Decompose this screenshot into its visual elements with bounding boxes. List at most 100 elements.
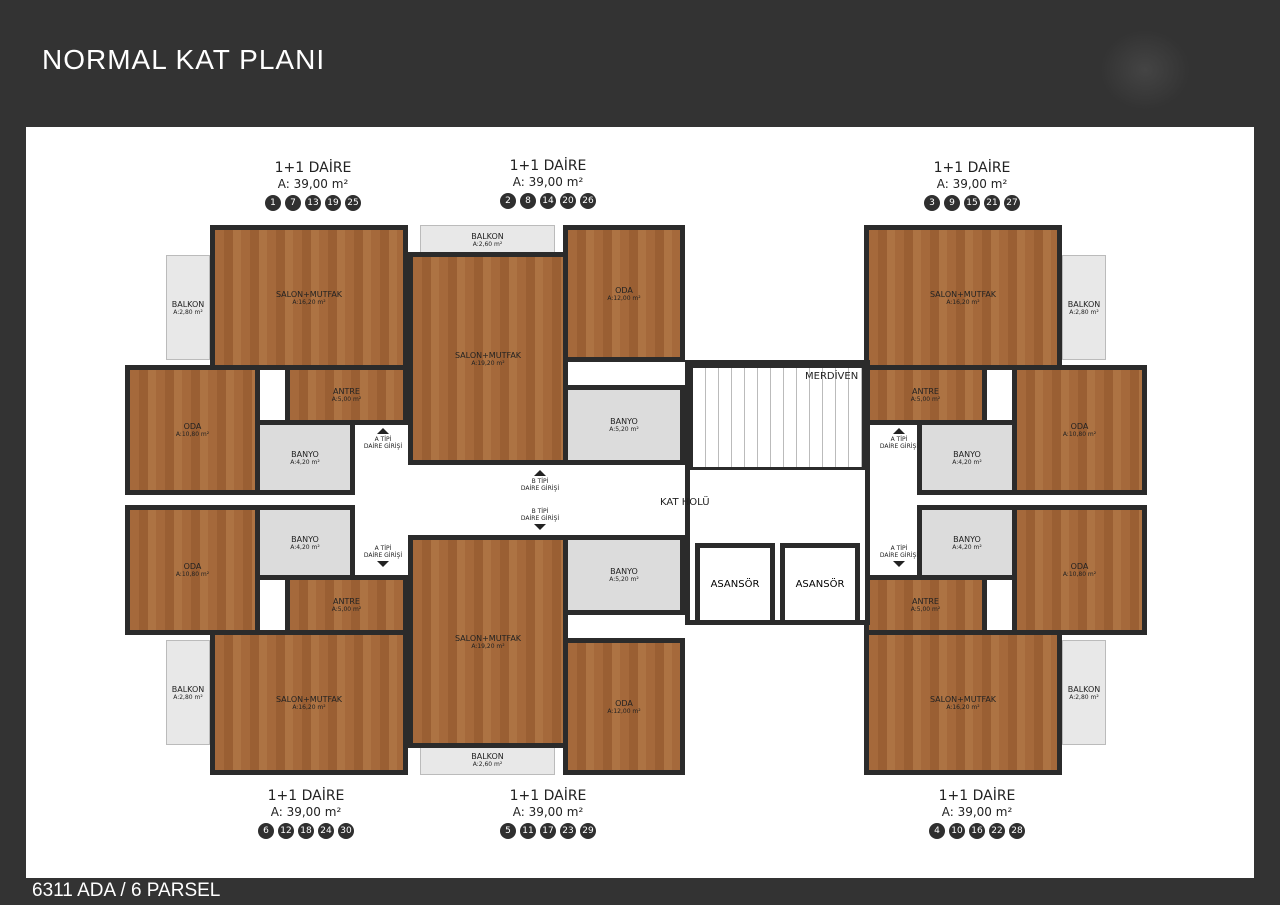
apartment-number-badge: 25: [345, 195, 361, 211]
apartment-number-badge: 11: [520, 823, 536, 839]
apartment-number-badge: 7: [285, 195, 301, 211]
apartment-number-badge: 18: [298, 823, 314, 839]
apartment-number-badge: 16: [969, 823, 985, 839]
entrance-type: A TİPİ: [890, 436, 908, 443]
watermark-logo: [1100, 30, 1190, 110]
room-area: A:2,80 m²: [1069, 693, 1099, 701]
entrance-text: DAİRE GİRİŞİ: [520, 515, 560, 522]
apartment-number-badge: 29: [580, 823, 596, 839]
room-area: A:2,60 m²: [472, 241, 503, 248]
room-area: A:16,20 m²: [946, 298, 980, 306]
room-area: A:19,20 m²: [471, 642, 505, 650]
room-name: SALON+MUTFAK: [275, 694, 343, 704]
apartment-number-badge: 3: [924, 195, 940, 211]
room-name: SALON+MUTFAK: [929, 694, 997, 704]
apartment-number-badge: 26: [580, 193, 596, 209]
room-area: A:5,00 m²: [910, 606, 941, 613]
elevator: ASANSÖR: [695, 543, 775, 625]
room-area: A:16,20 m²: [946, 703, 980, 711]
unit-area: A: 39,00 m²: [512, 805, 584, 819]
room-area: A:4,20 m²: [952, 543, 982, 551]
entrance-text: DAİRE GİRİŞİ: [879, 443, 919, 450]
room-name: BALKON: [171, 299, 205, 309]
room-area: A:12,00 m²: [607, 707, 641, 715]
room-name: BANYO: [610, 417, 638, 426]
entrance-text: DAİRE GİRİŞİ: [363, 443, 403, 450]
room-name: SALON+MUTFAK: [454, 350, 522, 360]
room-name: ODA: [183, 562, 202, 571]
elevator: ASANSÖR: [780, 543, 860, 625]
apartment-number-badge: 4: [929, 823, 945, 839]
apartment-number-badge: 12: [278, 823, 294, 839]
entrance-type: A TİPİ: [374, 545, 392, 552]
unit-type: 1+1 DAİRE: [267, 788, 345, 804]
stairs-label: MERDİVEN: [805, 371, 859, 382]
room-area: A:19,20 m²: [471, 359, 505, 367]
room-name: BALKON: [471, 752, 504, 761]
room-name: ODA: [615, 698, 633, 708]
room-area: A:5,20 m²: [609, 576, 639, 583]
entrance-type: B TİPİ: [531, 478, 549, 485]
room-area: A:5,00 m²: [331, 606, 362, 613]
room-area: A:10,80 m²: [175, 571, 210, 578]
room-name: ANTRE: [912, 597, 939, 606]
apartment-number-badge: 24: [318, 823, 334, 839]
room-name: BANYO: [610, 567, 638, 576]
elevator-label: ASANSÖR: [795, 578, 845, 590]
room-area: A:10,80 m²: [175, 431, 210, 438]
apartment-number-badge: 17: [540, 823, 556, 839]
unit-area: A: 39,00 m²: [270, 805, 342, 819]
unit-type: 1+1 DAİRE: [938, 788, 1016, 804]
entrance-type: B TİPİ: [531, 508, 549, 515]
unit-area: A: 39,00 m²: [936, 177, 1008, 191]
room-area: A:4,20 m²: [290, 458, 320, 466]
entrance-type: A TİPİ: [374, 436, 392, 443]
apartment-number-badge: 6: [258, 823, 274, 839]
entrance-arrow-icon: [534, 470, 546, 476]
room-area: A:2,80 m²: [1069, 308, 1099, 316]
room-name: ODA: [183, 422, 202, 431]
unit-type: 1+1 DAİRE: [509, 788, 587, 804]
room-area: A:2,60 m²: [472, 761, 503, 768]
room-area: A:4,20 m²: [952, 458, 982, 466]
room-name: BALKON: [171, 684, 205, 694]
stairs: [690, 365, 865, 470]
entrance-arrow-icon: [893, 561, 905, 567]
room-area: A:4,20 m²: [290, 543, 320, 551]
apartment-number-badge: 14: [540, 193, 556, 209]
apartment-number-badge: 10: [949, 823, 965, 839]
room-area: A:2,80 m²: [173, 308, 203, 316]
entrance-arrow-icon: [534, 524, 546, 530]
room-name: ANTRE: [333, 387, 360, 396]
entrance-arrow-icon: [893, 428, 905, 434]
room-name: SALON+MUTFAK: [929, 289, 997, 299]
entrance-text: DAİRE GİRİŞİ: [879, 552, 919, 559]
room-area: A:16,20 m²: [292, 703, 326, 711]
apartment-number-badge: 20: [560, 193, 576, 209]
room-area: A:12,00 m²: [607, 294, 641, 302]
room-area: A:5,00 m²: [910, 396, 941, 403]
room-name: BALKON: [1067, 684, 1101, 694]
